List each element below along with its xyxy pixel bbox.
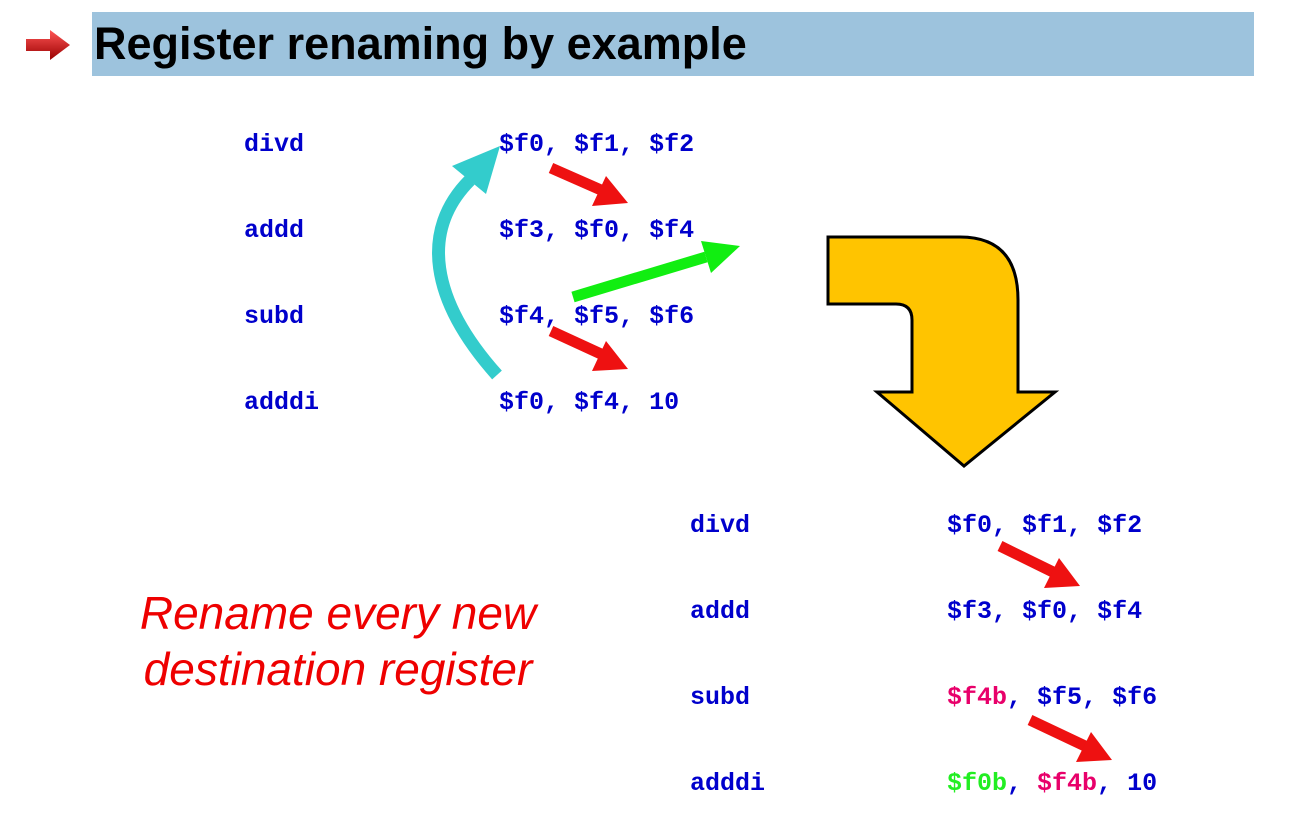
separator: , <box>544 130 575 159</box>
cyan-curved-arrow <box>432 175 502 380</box>
operand: $f0 <box>499 130 545 159</box>
op-adddi: adddi <box>244 388 320 417</box>
cyan-arrowhead <box>452 146 500 194</box>
operand: $f0 <box>947 511 993 540</box>
operand: $f4 <box>649 216 695 245</box>
operands-row-3: $f4, $f5, $f6 <box>499 302 694 332</box>
operands-row-2: $f3, $f0, $f4 <box>947 597 1142 627</box>
red-arrow-2-shaft <box>548 326 604 359</box>
caption-line-2: destination register <box>143 643 533 695</box>
separator: , <box>1007 769 1038 798</box>
red-arrow-2-head <box>592 341 628 371</box>
operand: $f3 <box>947 597 993 626</box>
bullet-arrow-icon <box>26 30 70 60</box>
operand: $f5 <box>574 302 620 331</box>
operands-row-4: $f0b, $f4b, 10 <box>947 769 1157 799</box>
op-subd: subd <box>244 302 305 331</box>
green-arrow-shaft <box>571 251 708 303</box>
op-addd: addd <box>244 216 305 245</box>
operand: $f6 <box>649 302 695 331</box>
separator: , <box>544 388 575 417</box>
separator: , <box>1082 683 1113 712</box>
op-divd: divd <box>690 511 751 540</box>
title-bar <box>92 12 1254 76</box>
operands-row-4: $f0, $f4, 10 <box>499 388 679 418</box>
operands-row-1: $f0, $f1, $f2 <box>947 511 1142 541</box>
separator: , <box>619 130 650 159</box>
op-divd: divd <box>244 130 305 159</box>
operand: 10 <box>1127 769 1158 798</box>
operand: $f0 <box>499 388 545 417</box>
renamed-register: $f4b <box>947 683 1008 712</box>
operand: $f0 <box>574 216 620 245</box>
renamed-register: $f0b <box>947 769 1008 798</box>
op-adddi: adddi <box>690 769 766 798</box>
operand: 10 <box>649 388 680 417</box>
operand: $f5 <box>1037 683 1083 712</box>
big-yellow-arrow <box>826 235 1060 468</box>
operand: $f0 <box>1022 597 1068 626</box>
separator: , <box>1067 511 1098 540</box>
separator: , <box>544 216 575 245</box>
op-subd: subd <box>690 683 751 712</box>
separator: , <box>992 511 1023 540</box>
operand: $f6 <box>1112 683 1158 712</box>
separator: , <box>1097 769 1128 798</box>
operand: $f3 <box>499 216 545 245</box>
green-arrow-head <box>701 241 740 273</box>
operand: $f1 <box>1022 511 1068 540</box>
separator: , <box>1067 597 1098 626</box>
separator: , <box>1007 683 1038 712</box>
operands-row-1: $f0, $f1, $f2 <box>499 130 694 160</box>
red-arrow-1-shaft <box>548 162 604 196</box>
operand: $f4 <box>499 302 545 331</box>
op-addd: addd <box>690 597 751 626</box>
separator: , <box>992 597 1023 626</box>
operand: $f4 <box>1097 597 1143 626</box>
separator: , <box>619 302 650 331</box>
operand: $f4 <box>574 388 620 417</box>
slide-title: Register renaming by example <box>94 18 747 69</box>
red-arrow-3-shaft <box>997 541 1056 577</box>
operand: $f2 <box>1097 511 1143 540</box>
operands-row-2: $f3, $f0, $f4 <box>499 216 694 246</box>
separator: , <box>544 302 575 331</box>
red-arrow-1-head <box>592 176 628 206</box>
separator: , <box>619 388 650 417</box>
caption-line-1: Rename every new <box>139 587 537 639</box>
renamed-register: $f4b <box>1037 769 1098 798</box>
operands-row-3: $f4b, $f5, $f6 <box>947 683 1157 713</box>
operand: $f1 <box>574 130 620 159</box>
red-arrow-4-head <box>1076 732 1112 762</box>
operand: $f2 <box>649 130 695 159</box>
red-arrow-4-shaft <box>1027 715 1088 751</box>
red-arrow-3-head <box>1044 558 1080 588</box>
caption: Rename every new destination register <box>58 585 618 697</box>
separator: , <box>619 216 650 245</box>
